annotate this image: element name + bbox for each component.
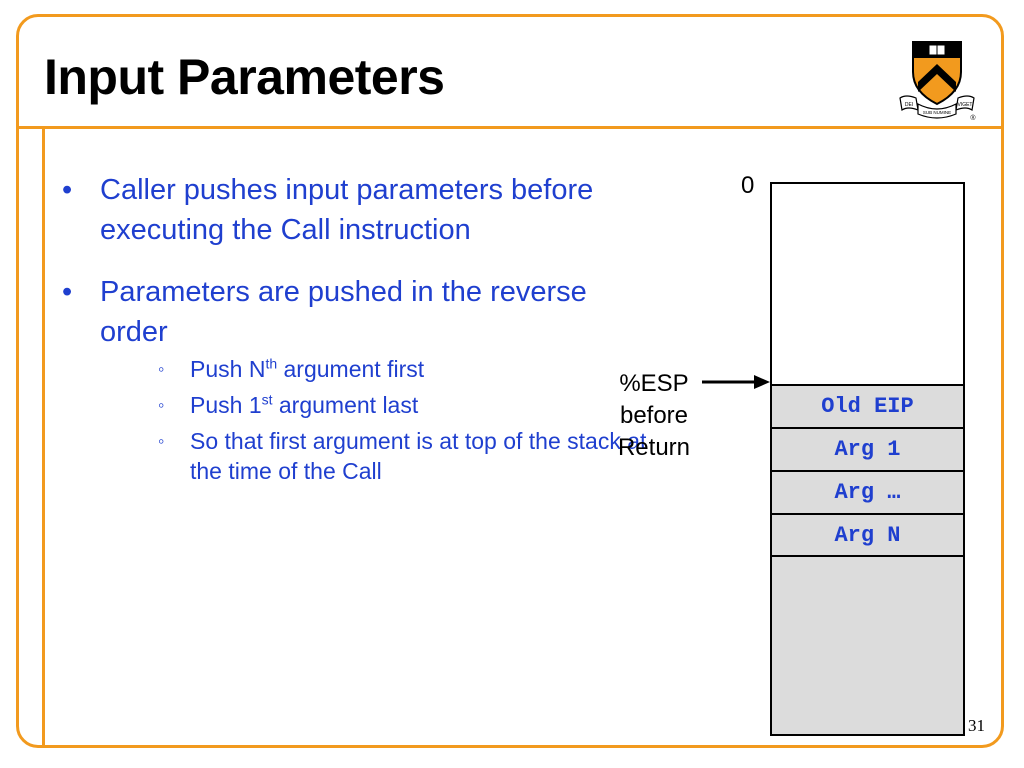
sub-bullet-item: ◦ So that first argument is at top of th… (100, 426, 656, 486)
sub-bullet-text: Push 1 (190, 392, 262, 418)
stack-cell-arg-1: Arg 1 (772, 427, 963, 470)
esp-pointer-label: %ESP before Return (604, 368, 704, 464)
bullet-item: • Parameters are pushed in the reverse o… (56, 272, 656, 486)
esp-label-line: before (619, 402, 689, 429)
logo-registered-mark: ® (970, 114, 976, 122)
stack-cell-old-eip: Old EIP (772, 384, 963, 427)
stack-top-address: 0 (741, 172, 755, 199)
stack-diagram: Old EIP Arg 1 Arg … Arg N (770, 182, 965, 736)
logo-motto-right: VIGET (957, 102, 972, 108)
esp-label-line: Return (617, 434, 691, 461)
sub-bullet-text-rest: argument first (277, 356, 425, 382)
bullet-text: Caller pushes input parameters before ex… (100, 174, 594, 246)
sub-bullet-superscript: st (261, 391, 273, 408)
slide-title: Input Parameters (44, 49, 445, 105)
sub-bullet-item: ◦ Push 1st argument last (100, 390, 656, 420)
sub-bullet-superscript: th (265, 355, 278, 372)
sub-bullet-text: Push N (190, 356, 266, 382)
bullet-dot-icon: • (62, 174, 73, 206)
stack-cell-arg-n: Arg N (772, 513, 963, 557)
stack-cell-arg-middle: Arg … (772, 470, 963, 513)
bullet-list: • Caller pushes input parameters before … (56, 170, 656, 486)
sub-bullet-item: ◦ Push Nth argument first (100, 354, 656, 384)
logo-motto-left: DEI (905, 102, 913, 108)
page-number: 31 (968, 716, 985, 735)
ring-bullet-icon: ◦ (158, 359, 165, 379)
left-divider (42, 129, 45, 746)
princeton-shield-icon: DEI SUB NUMINE VIGET ® (899, 41, 976, 122)
sub-bullet-text-rest: argument last (272, 392, 419, 418)
esp-arrow-icon (702, 375, 770, 389)
bullet-dot-icon: • (62, 276, 73, 308)
logo-motto-center: SUB NUMINE (923, 110, 951, 115)
sub-bullet-text: So that first argument is at top of the … (190, 428, 647, 484)
slide-frame (16, 14, 1004, 748)
bullet-text: Parameters are pushed in the reverse ord… (100, 276, 587, 348)
stack-used-region (772, 384, 963, 734)
sub-bullet-list: ◦ Push Nth argument first ◦ Push 1st arg… (100, 354, 656, 486)
ring-bullet-icon: ◦ (158, 395, 165, 415)
title-divider (16, 126, 1004, 129)
esp-label-line: %ESP (619, 370, 689, 397)
bullet-item: • Caller pushes input parameters before … (56, 170, 656, 250)
ring-bullet-icon: ◦ (158, 431, 165, 451)
